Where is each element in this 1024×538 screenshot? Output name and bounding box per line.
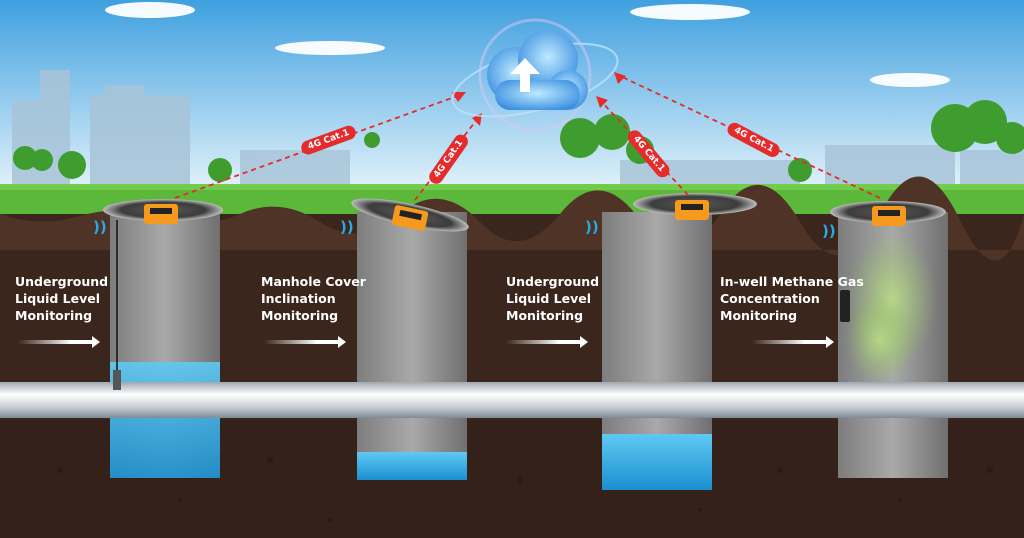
panel-label-line1: Underground [15, 273, 108, 290]
wifi-signal-icon: )) [585, 218, 599, 236]
panel-label-4: In-well Methane Gas Concentration Monito… [720, 273, 864, 324]
shaft-1 [110, 212, 220, 478]
water-2 [357, 452, 467, 480]
panel-label-line1: In-well Methane Gas [720, 273, 864, 290]
panel-label-line2: Inclination [261, 290, 366, 307]
water-3 [602, 434, 712, 490]
shaft-2 [357, 212, 467, 480]
flow-arrow [506, 340, 582, 344]
panel-label-line1: Manhole Cover [261, 273, 366, 290]
shaft-3 [602, 212, 712, 490]
panel-label-line3: Monitoring [720, 307, 864, 324]
wifi-signal-icon: )) [93, 218, 107, 236]
flow-arrow [18, 340, 94, 344]
pipe [0, 382, 1024, 418]
panel-label-line3: Monitoring [506, 307, 599, 324]
panel-label-line2: Liquid Level [15, 290, 108, 307]
panel-label-line2: Concentration [720, 290, 864, 307]
wifi-signal-icon: )) [822, 222, 836, 240]
panel-label-2: Manhole Cover Inclination Monitoring [261, 273, 366, 324]
panel-label-line1: Underground [506, 273, 599, 290]
panel-label-1: Underground Liquid Level Monitoring [15, 273, 108, 324]
flow-arrow [264, 340, 340, 344]
panel-label-3: Underground Liquid Level Monitoring [506, 273, 599, 324]
panel-label-line3: Monitoring [15, 307, 108, 324]
panel-label-line2: Liquid Level [506, 290, 599, 307]
wifi-signal-icon: )) [340, 218, 354, 236]
flow-arrow [752, 340, 828, 344]
water-1 [110, 362, 220, 478]
panel-label-line3: Monitoring [261, 307, 366, 324]
shaft-4 [838, 212, 948, 478]
